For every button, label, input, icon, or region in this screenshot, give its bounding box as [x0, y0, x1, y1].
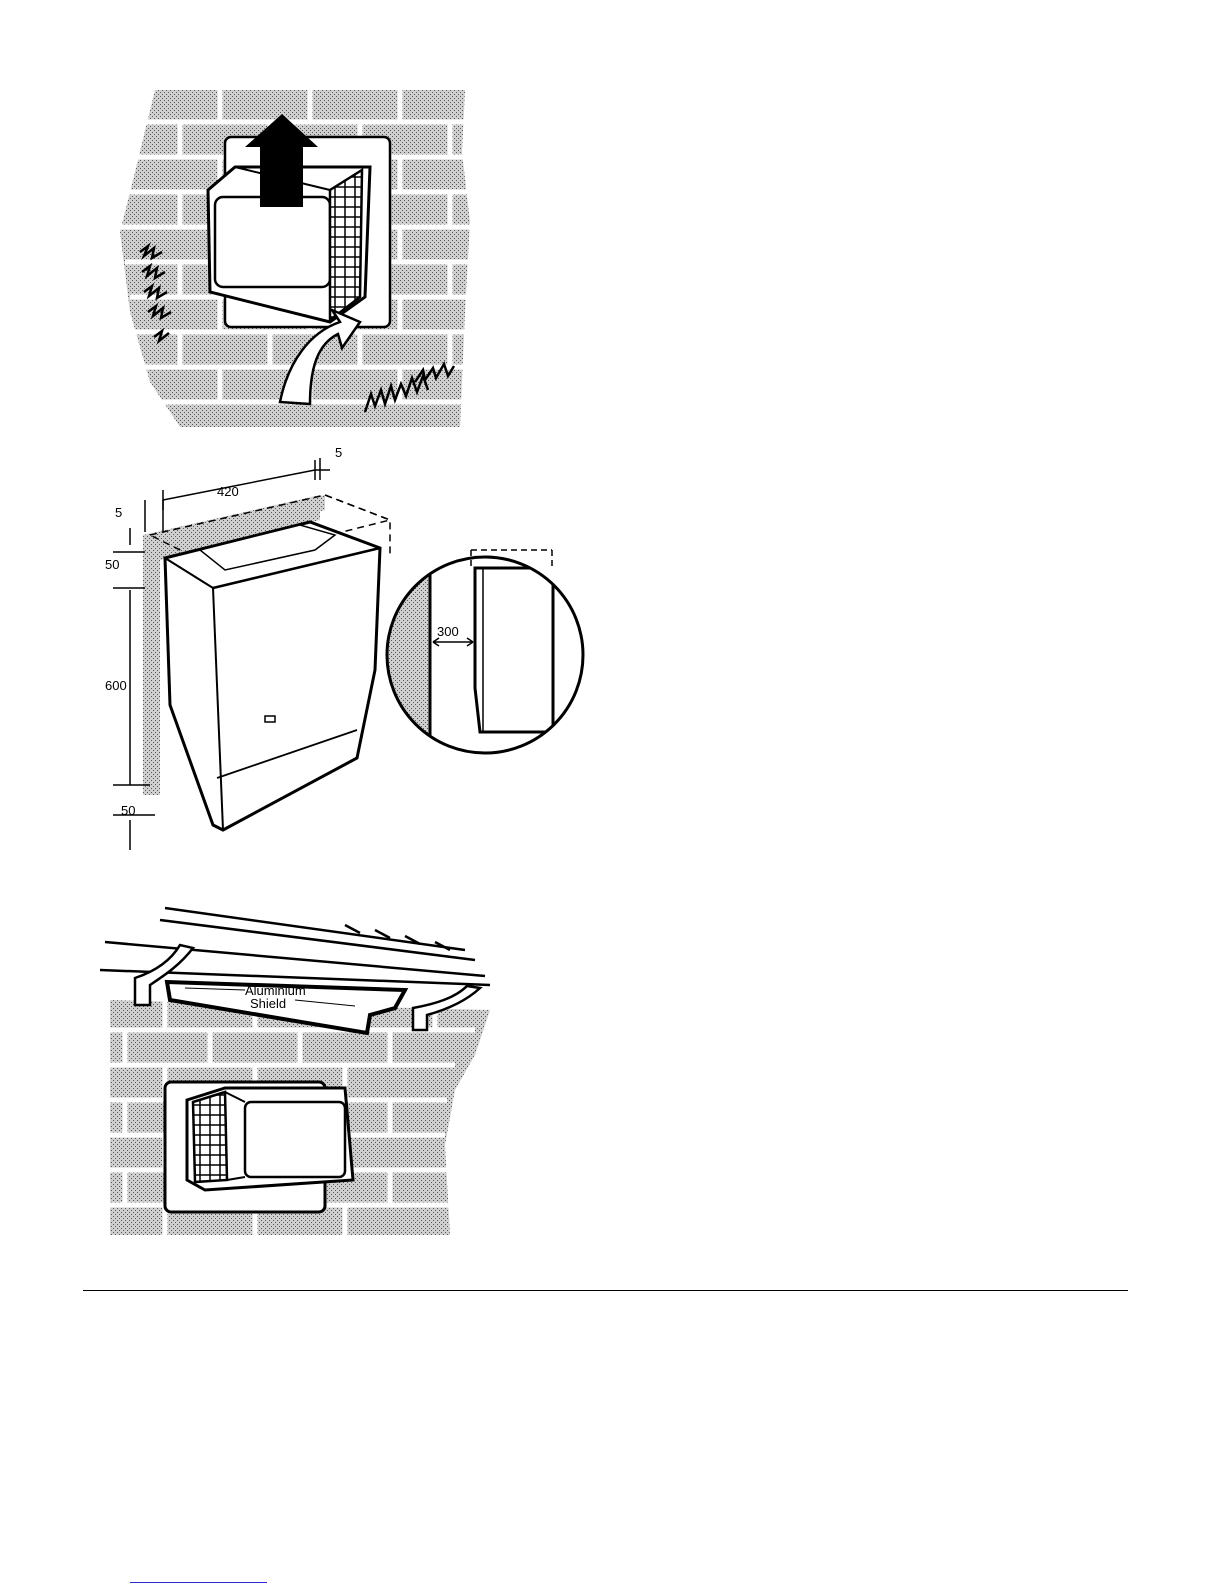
- front-clearance-inset: 300: [375, 550, 583, 770]
- dim-top-width: 420: [217, 484, 239, 499]
- heater-cabinet: [165, 522, 380, 830]
- aluminium-shield-illustration: Aluminium Shield: [95, 890, 490, 1240]
- shield-label-line2: Shield: [250, 996, 286, 1011]
- dim-side-gap-left: 5: [115, 505, 122, 520]
- section-divider: [83, 1290, 1128, 1291]
- dim-front-clearance: 300: [437, 624, 459, 639]
- dim-top-gap: 50: [105, 557, 119, 572]
- dim-bottom-gap: 50: [121, 803, 135, 818]
- clearance-dimensions-diagram: 420 5 5 50 600 50 300: [95, 440, 595, 860]
- heater-airflow-illustration: [110, 82, 490, 432]
- footer-link-underline[interactable]: [130, 1582, 267, 1583]
- dim-side-gap-right: 5: [335, 445, 342, 460]
- heater-unit-lower: [187, 1088, 353, 1190]
- dim-height: 600: [105, 678, 127, 693]
